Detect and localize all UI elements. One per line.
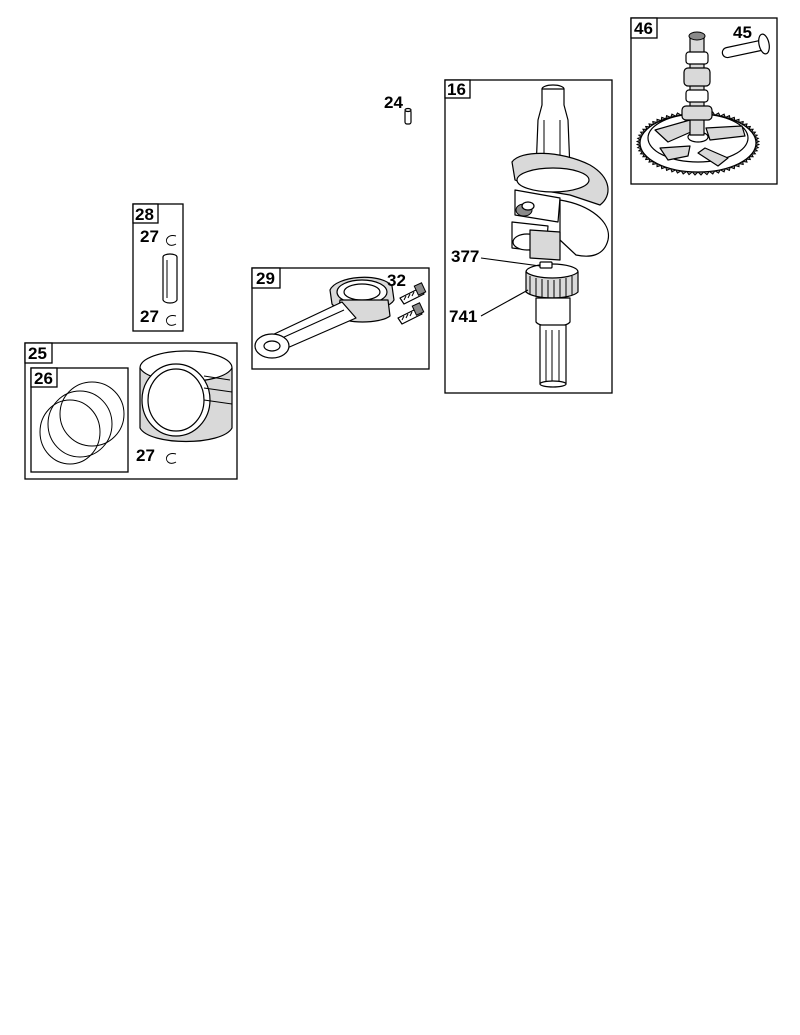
group-46-tag-box [630,17,658,39]
dowel-pin-group: 24 [384,93,412,125]
group-16-tag-box [444,79,471,99]
group-28: 28 27 27 [132,203,184,332]
group-46-tag: 46 [634,19,653,38]
crankshaft-lower [535,297,571,388]
callout-27-bottom: 27 [140,307,159,326]
group-29-frame [251,267,430,370]
callout-45: 45 [733,23,752,42]
group-16-frame [444,79,613,394]
camshaft [681,31,713,136]
group-28-tag: 28 [135,205,154,224]
camshaft-pin [721,33,770,59]
rod-bolts [397,282,427,325]
piston-rings [39,381,125,465]
leader-377 [480,257,541,267]
retainer-clip-piston [165,453,177,464]
callout-377: 377 [451,247,479,266]
group-25-tag: 25 [28,344,47,363]
group-26-tag: 26 [34,369,53,388]
group-26: 26 [30,367,129,473]
group-29-tag-box [251,267,281,289]
dowel-pin [404,107,412,125]
leader-741 [480,289,529,317]
group-46-frame [630,17,778,185]
timing-gear [525,263,579,299]
callout-32: 32 [387,271,406,290]
retainer-clip-top [165,235,177,246]
group-28-tag-box [132,203,159,224]
group-26-frame [30,367,129,473]
crankshaft [511,84,609,261]
retainer-clip-bottom [165,315,177,326]
connecting-rod [254,276,395,359]
group-29-tag: 29 [256,269,275,288]
group-26-tag-box [30,367,58,388]
piston [139,350,233,442]
piston-pin [162,253,178,304]
callout-27-piston: 27 [136,446,155,465]
group-46: 46 45 [630,17,778,185]
group-16: 16 [444,79,613,394]
group-25-frame [24,342,238,480]
group-16-tag: 16 [447,80,466,99]
callout-741: 741 [449,307,477,326]
crankshaft-key [539,261,553,269]
group-29: 29 32 [251,267,430,370]
group-25-tag-box [24,342,53,364]
callout-24: 24 [384,93,403,112]
group-25: 25 26 27 [24,342,238,480]
callout-27-top: 27 [140,227,159,246]
